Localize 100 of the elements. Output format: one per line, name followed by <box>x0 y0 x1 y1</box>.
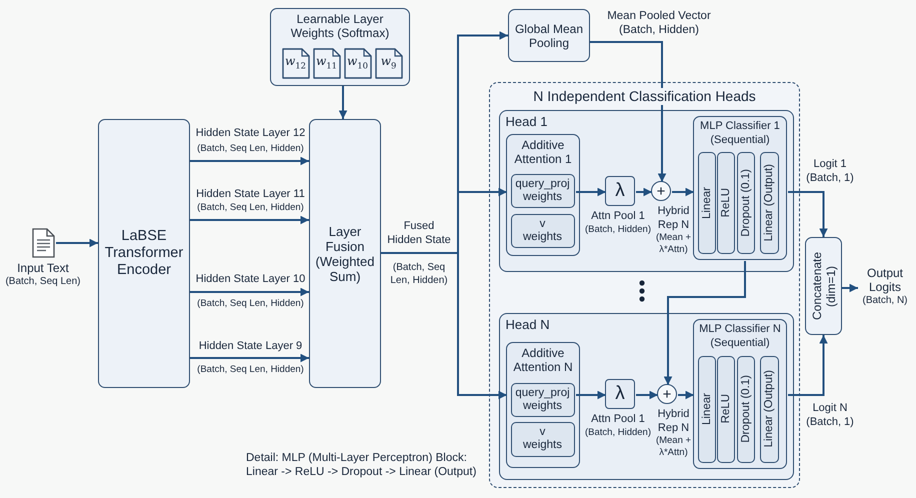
attention-panel <box>506 134 580 256</box>
classifier-panel <box>693 116 787 260</box>
pooling-block <box>508 9 590 62</box>
tensor-shape-label: (Batch, Seq Len, Hidden) <box>196 202 305 214</box>
tensor-shape-label: (Batch, Seq Len, Hidden) <box>196 298 305 310</box>
tensor-shape-label: (Batch, Seq Len, Hidden) <box>196 364 305 376</box>
layer-bar <box>698 356 716 462</box>
pool-label: Attn Pool 1 <box>591 210 645 224</box>
arrow <box>672 188 694 196</box>
layer-bar <box>736 152 754 254</box>
layer-bar <box>698 152 716 254</box>
attention-panel <box>506 342 580 468</box>
block-label: Global Mean Pooling <box>514 22 584 50</box>
note-text: Detail: MLP (Multi-Layer Perceptron) Block: Linear -> ReLU -> Dropout -> Linear (Output) <box>246 451 478 479</box>
arrow <box>842 284 858 292</box>
layer-bar <box>716 152 734 254</box>
sum-circle <box>657 384 677 404</box>
edge-label: Fused Hidden State <box>386 220 452 247</box>
arrow <box>636 390 658 400</box>
panel-title: MLP Classifier 1 (Sequential) <box>699 120 781 147</box>
shape-label: (Batch, Hidden) <box>584 426 651 438</box>
arrow <box>190 216 309 224</box>
output-label: Output Logits <box>866 266 904 294</box>
shape-label: (Batch, N) <box>862 294 908 307</box>
panel-title: Additive Attention 1 <box>513 138 573 166</box>
edge-label: Hidden State Layer 9 <box>198 340 304 353</box>
arrow <box>664 261 746 385</box>
arrow <box>190 156 309 166</box>
edge-label: Logit 1 (Batch, 1) <box>805 157 855 185</box>
tensor-shape-label: (Batch, Seq Len, Hidden) <box>196 143 305 155</box>
classifier-panel <box>693 319 787 469</box>
block-label: Layer Fusion (Weighted Sum) <box>314 224 376 284</box>
arrow <box>636 188 652 196</box>
arrow <box>381 252 507 400</box>
pool-label: Attn Pool 1 <box>591 413 645 426</box>
head-panel <box>498 110 794 272</box>
weights-panel <box>270 8 410 86</box>
block-label: Concatenate (dim=1) <box>810 250 838 322</box>
block-label: v weights <box>522 426 563 452</box>
formula-label: (Mean + λ*Attn) <box>654 232 692 256</box>
shape-label: (Batch, Hidden) <box>584 224 651 236</box>
layer-bar <box>760 152 778 254</box>
lambda-block <box>605 379 635 409</box>
layer-bar <box>760 356 778 462</box>
sum-circle <box>651 181 671 201</box>
fusion-block <box>309 119 381 388</box>
block-label: query_proj weights <box>514 386 571 412</box>
layer-label: Linear (Output) <box>762 164 776 242</box>
block-label: v weights <box>522 218 563 244</box>
tensor-shape-label: (Batch, Seq Len, Hidden) <box>389 261 449 287</box>
layer-label: ReLU <box>718 394 732 424</box>
layer-bar <box>736 356 754 462</box>
edge-label: Hidden State Layer 11 <box>195 188 306 201</box>
lambda-symbol: λ <box>615 181 625 201</box>
arrow <box>576 390 606 400</box>
weight-symbol: w$_{12}$ <box>285 54 306 72</box>
plus-sign: + <box>656 184 666 198</box>
weights-block <box>510 214 574 248</box>
arrow <box>678 390 694 400</box>
block-label: query_proj weights <box>514 178 571 204</box>
layer-label: ReLU <box>718 188 732 218</box>
panel-title: Learnable Layer Weights (Softmax) <box>290 12 390 40</box>
layer-label: Linear <box>700 393 714 425</box>
arrow <box>590 41 666 182</box>
head-panel <box>498 312 794 480</box>
lambda-symbol: λ <box>615 384 625 404</box>
arrow <box>338 86 348 119</box>
arrow <box>788 191 828 237</box>
lambda-block <box>605 176 635 206</box>
edge-label: Hidden State Layer 12 <box>194 127 306 140</box>
head-title: Head 1 <box>506 114 548 128</box>
layer-label: Linear (Output) <box>762 370 776 448</box>
arrow <box>576 188 606 196</box>
block-label: LaBSE Transformer Encoder <box>104 228 184 279</box>
layer-bar <box>716 356 734 462</box>
encoder-block <box>98 119 190 388</box>
heads-group <box>489 82 800 488</box>
weights-block <box>510 422 574 456</box>
layer-label: Dropout (0.1) <box>738 168 752 236</box>
arrow <box>190 288 309 296</box>
arrow <box>788 335 828 396</box>
shape-label: (Batch, Seq Len) <box>5 275 81 288</box>
edge-label: Mean Pooled Vector (Batch, Hidden) <box>606 9 712 37</box>
head-title: Head N <box>506 316 550 332</box>
weight-symbol: w$_{10}$ <box>347 54 368 72</box>
arrow <box>190 354 309 362</box>
arrow <box>56 238 98 248</box>
edge-label: Logit N (Batch, 1) <box>805 401 855 429</box>
layer-label: Linear <box>700 186 714 218</box>
weight-symbol: w$_{9}$ <box>380 54 396 72</box>
input-label: Input Text <box>17 261 69 275</box>
hybrid-label: Hybrid Rep N <box>656 205 690 232</box>
plus-sign: + <box>662 386 672 402</box>
hybrid-label: Hybrid Rep N <box>656 408 690 435</box>
weight-symbol: w$_{11}$ <box>316 54 337 72</box>
formula-label: (Mean + λ*Attn) <box>654 435 692 459</box>
concat-block <box>805 237 842 335</box>
panel-title: Additive Attention N <box>512 346 574 374</box>
edge-label: Hidden State Layer 10 <box>194 273 306 286</box>
layer-label: Dropout (0.1) <box>738 375 752 443</box>
